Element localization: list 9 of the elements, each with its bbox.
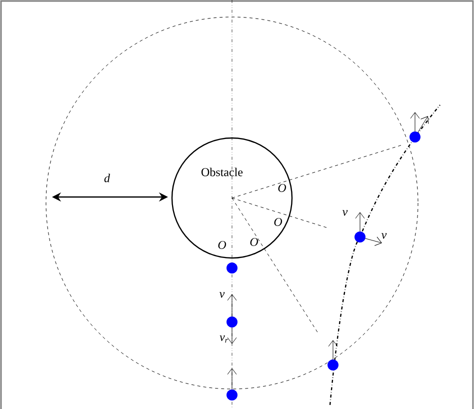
angle-label: O [274,218,282,226]
angle-label: O [218,240,226,250]
angle-label: O [250,238,258,246]
velocity-label: v$_{r}$ [220,335,228,343]
angle-label: O [278,184,286,192]
velocity-label: v [220,292,225,298]
velocity-label: v [342,210,348,216]
dimension-label: d [104,174,110,182]
velocity-label: v [382,233,387,239]
